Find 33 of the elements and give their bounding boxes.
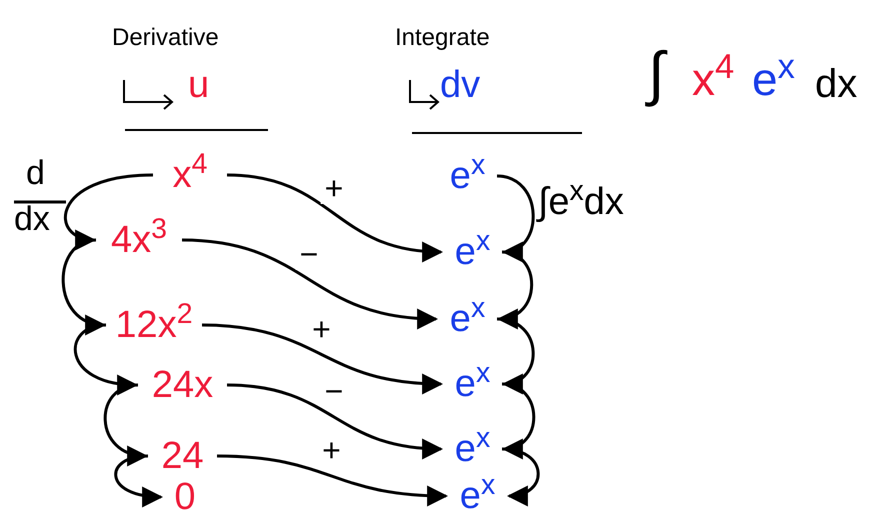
arrow [226,174,444,262]
label-text: d [26,156,45,190]
label-text: u [188,66,210,104]
term-text: e$^{x}$ [440,152,495,200]
term-text: e$^{x}$ [440,295,495,343]
label-text: dx [815,64,858,104]
term-text: e$^{x}$ [445,425,500,473]
arrow [64,174,154,248]
term-text: 0 [165,478,205,516]
arrow [226,384,444,459]
label-text: x$^{4}$ [692,56,734,102]
arrow [496,174,535,260]
label-text: dx [14,202,50,236]
term-text: 24x [140,360,225,410]
arrow [502,448,540,505]
term-text: x$^{4}$ [155,150,225,200]
term-text: 24 [150,432,215,480]
term-text: 4x$^{3}$ [98,215,180,265]
arrow [502,382,536,457]
label-text: ∫e$^{x}$dx [538,183,624,221]
arrow [216,454,448,506]
label-text: dv [440,66,480,104]
arrow [202,324,444,394]
term-text: e$^{x}$ [445,360,500,408]
term-text: e$^{x}$ [450,476,505,516]
label-text: Integrate [395,26,490,50]
arrow [114,454,164,506]
term-text: e$^{x}$ [445,228,500,276]
arrow [496,318,535,392]
arrow [182,238,438,328]
label-text: e$^{x}$ [752,56,795,102]
term-text: 12x$^{2}$ [108,300,200,350]
label-text: Derivative [112,26,219,50]
